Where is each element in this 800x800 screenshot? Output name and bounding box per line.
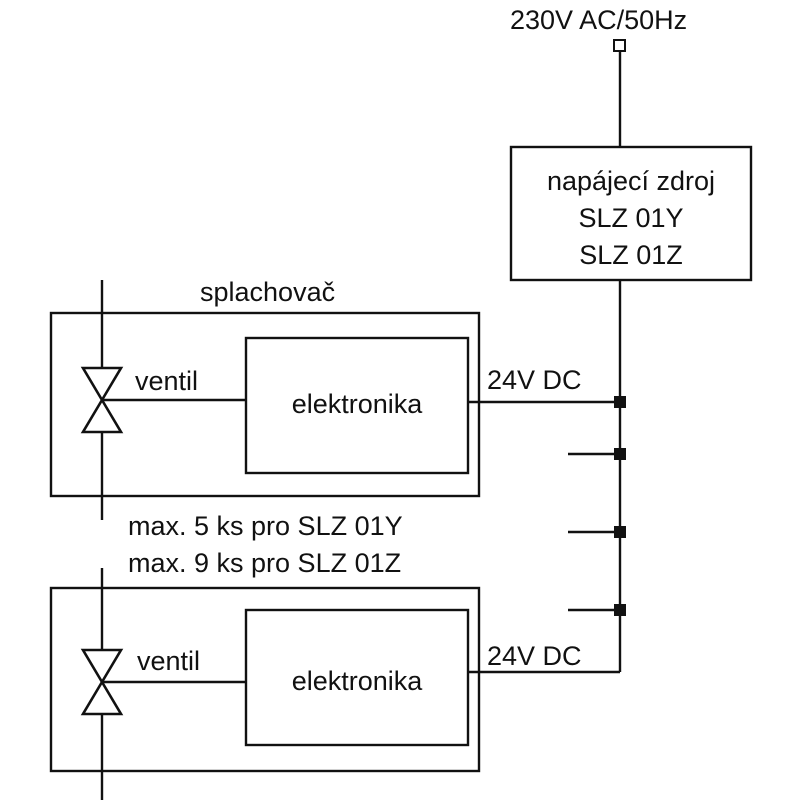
electronics-label: elektronika [292, 389, 424, 419]
flusher-unit-1: ventil elektronika 24V DC [49, 280, 620, 520]
bus-junction-node [614, 604, 626, 616]
bus-junction-node [614, 396, 626, 408]
electronics-box [244, 336, 470, 475]
valve-label: ventil [137, 646, 200, 676]
mains-terminal [613, 39, 626, 52]
electronics-box [244, 608, 470, 747]
limit-note-y: max. 5 ks pro SLZ 01Y [128, 511, 403, 541]
bus-junction-node [614, 448, 626, 460]
mains-label: 230V AC/50Hz [510, 5, 687, 35]
power-supply-model-z: SLZ 01Z [579, 240, 683, 270]
dc-label: 24V DC [487, 365, 582, 395]
valve-label: ventil [135, 366, 198, 396]
power-supply-box [509, 145, 753, 282]
flusher-unit-2: ventil elektronika 24V DC [49, 568, 620, 800]
bus-junction-node [614, 526, 626, 538]
power-supply-title: napájecí zdroj [547, 166, 715, 196]
electronics-label: elektronika [292, 666, 424, 696]
dc-label: 24V DC [487, 641, 582, 671]
power-supply-model-y: SLZ 01Y [578, 203, 683, 233]
flusher-label: splachovač [200, 277, 335, 307]
limit-note-z: max. 9 ks pro SLZ 01Z [128, 548, 401, 578]
